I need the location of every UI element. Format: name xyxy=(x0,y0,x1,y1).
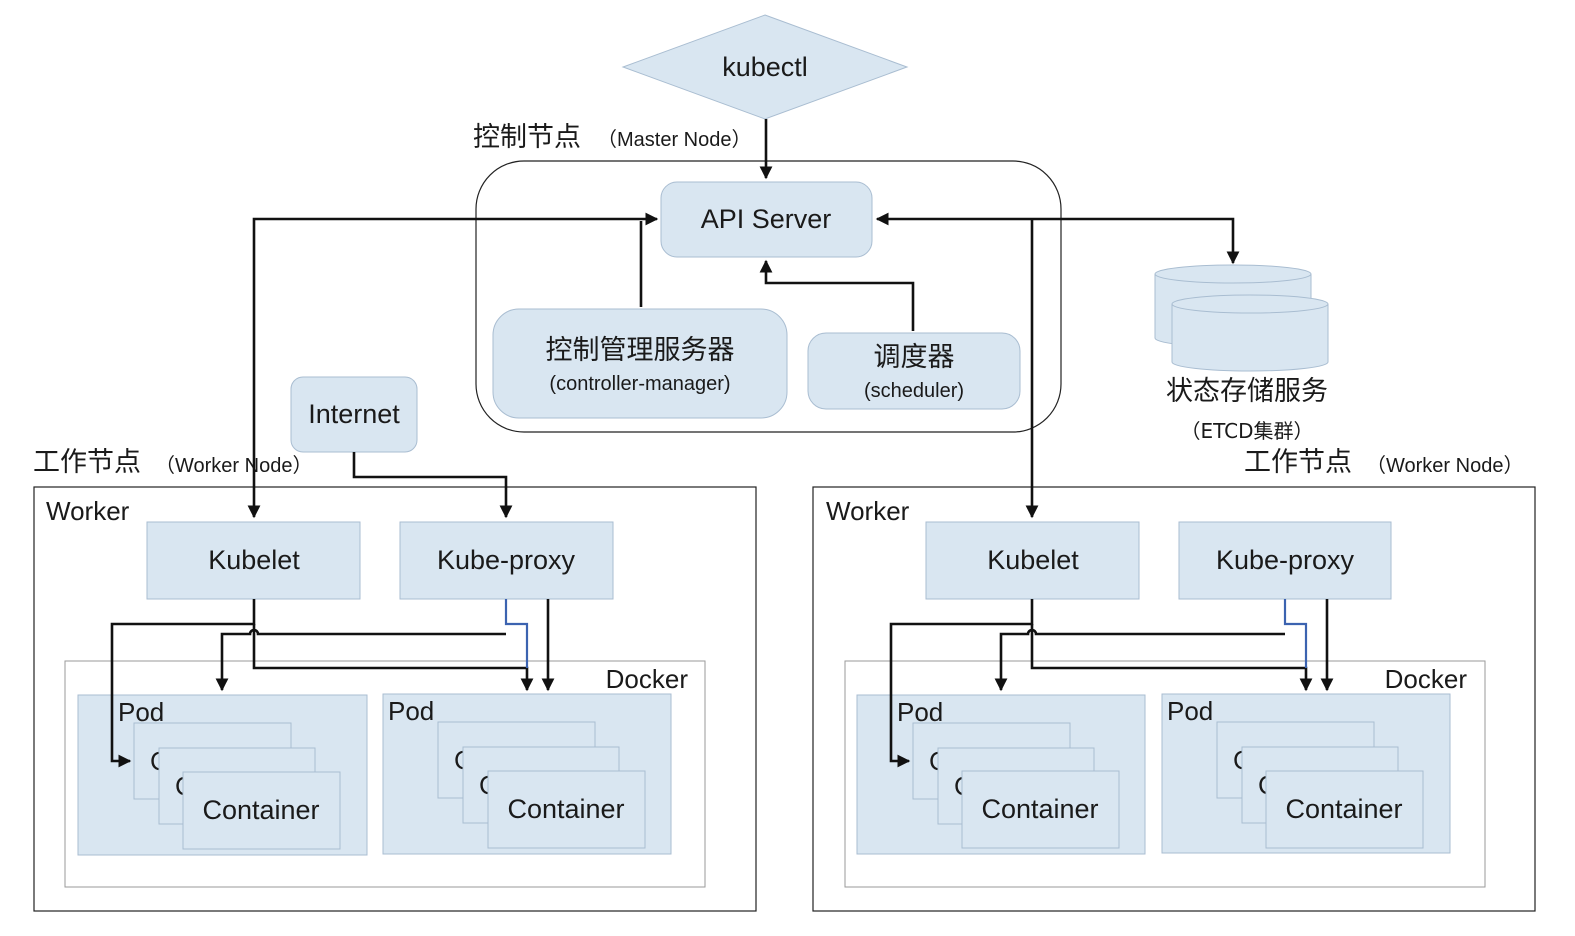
master-caption-zh: 控制节点 xyxy=(473,122,581,153)
worker-left-kubelet-label: Kubelet xyxy=(208,545,300,575)
internet-label: Internet xyxy=(308,399,400,429)
left-kubelet-to-pod2 xyxy=(252,624,534,692)
controller-manager-zh: 控制管理服务器 xyxy=(546,335,735,366)
right-proxy-to-pod1 xyxy=(994,628,1285,692)
worker-left-pod-1-container-label: Container xyxy=(202,795,319,825)
worker-right-pod-2-container-label: Container xyxy=(1285,794,1402,824)
scheduler-to-api-arrow xyxy=(759,259,915,331)
worker-right-kube-proxy-label: Kube-proxy xyxy=(1216,545,1355,575)
worker-right-pod-1-container[interactable] xyxy=(961,770,1120,849)
worker-left-pod-1-label: Pod xyxy=(118,697,164,727)
worker-right-kubelet-box[interactable] xyxy=(925,521,1140,600)
api-to-left-kubelet-arrow xyxy=(247,212,659,519)
worker-left-kube-proxy-label: Kube-proxy xyxy=(437,545,576,575)
scheduler-en: (scheduler) xyxy=(864,380,964,402)
worker-right-caption-zh: 工作节点 xyxy=(1244,447,1352,478)
api-server-box[interactable] xyxy=(660,181,873,258)
api-server-label: API Server xyxy=(701,204,832,234)
worker-left-caption-zh: 工作节点 xyxy=(33,447,141,478)
worker-left-pod-1-container[interactable] xyxy=(182,771,341,850)
left-proxy-to-pod1 xyxy=(215,628,506,692)
internet-to-kube-proxy-arrow xyxy=(352,452,513,519)
worker-right-kube-proxy-box[interactable] xyxy=(1178,521,1392,600)
worker-left-docker-label: Docker xyxy=(606,664,689,694)
controller-manager-en: (controller-manager) xyxy=(549,373,730,395)
scheduler-box[interactable] xyxy=(807,332,1021,410)
worker-right-pod-2-label: Pod xyxy=(1167,696,1213,726)
worker-left-pod-2-container-label: Container xyxy=(507,794,624,824)
worker-left-caption-en: （Worker Node） xyxy=(155,454,312,477)
worker-left-pod-2-label: Pod xyxy=(388,696,434,726)
worker-left-title: Worker xyxy=(46,496,130,526)
etcd-label-zh: 状态存储服务 xyxy=(1166,376,1328,407)
worker-right-pod-1-label: Pod xyxy=(897,697,943,727)
scheduler-zh: 调度器 xyxy=(874,342,955,373)
master-caption-en: （Master Node） xyxy=(597,128,752,151)
worker-right-pod-2-container[interactable] xyxy=(1265,770,1424,849)
worker-right-docker-label: Docker xyxy=(1385,664,1468,694)
left-kubelet-to-pod1-container xyxy=(110,599,256,768)
worker-right-caption-en: （Worker Node） xyxy=(1366,454,1523,477)
left-proxy-blue-link xyxy=(504,599,529,668)
right-proxy-blue-link xyxy=(1283,599,1308,668)
right-kubelet-to-pod1-container xyxy=(889,599,1034,768)
kubectl-label: kubectl xyxy=(722,52,808,82)
etcd-cluster-icon[interactable] xyxy=(1154,264,1329,372)
etcd-label-sub: （ETCD集群） xyxy=(1180,419,1313,443)
worker-right-pod-1-container-label: Container xyxy=(981,794,1098,824)
worker-right-kubelet-label: Kubelet xyxy=(987,545,1079,575)
right-kubelet-to-pod2 xyxy=(1030,624,1313,692)
worker-left-pod-2-container[interactable] xyxy=(487,770,646,849)
api-to-etcd-arrow xyxy=(875,212,1240,265)
worker-right-title: Worker xyxy=(826,496,910,526)
